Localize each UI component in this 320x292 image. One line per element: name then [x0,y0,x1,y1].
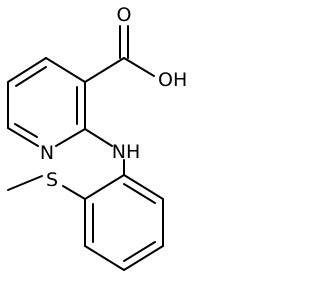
atom-label-oh: OH [158,69,187,91]
bond-p6-p1 [84,174,125,200]
pyridine-ring [7,57,86,147]
carboxylic-acid-group: O OH [84,4,187,91]
bond-c3-c4 [45,57,86,83]
bond-p1-p2 [123,174,164,200]
bond-c2-nh [84,128,113,147]
methylthio-group: S [7,169,86,200]
atom-label-n: N [40,142,54,164]
atom-label-s: S [46,169,58,191]
double-bond-c4-c5 [15,66,47,87]
bond-s-methyl [7,175,43,191]
amine-linker: NH [84,128,141,176]
atom-label-o: O [117,4,132,26]
bond-c-oh [123,57,155,77]
double-bond-c6-n1 [14,123,38,138]
bond-phenyl-s [62,185,86,200]
bond-c4-c5 [7,57,47,83]
atom-label-nh: NH [112,141,141,163]
double-bond-p1-p2 [123,183,156,204]
bond-p3-p4 [123,245,164,271]
bond-c3-carboxyl [84,57,125,83]
bond-n1-c2 [55,128,86,147]
bond-c6-n1 [7,127,39,147]
double-bond-p3-p4 [123,241,156,262]
molecule-svg: O OH N NH S [7,4,187,271]
structure-diagram: O OH N NH S [7,4,187,271]
bond-p4-p5 [84,245,125,271]
phenyl-ring [84,174,164,271]
